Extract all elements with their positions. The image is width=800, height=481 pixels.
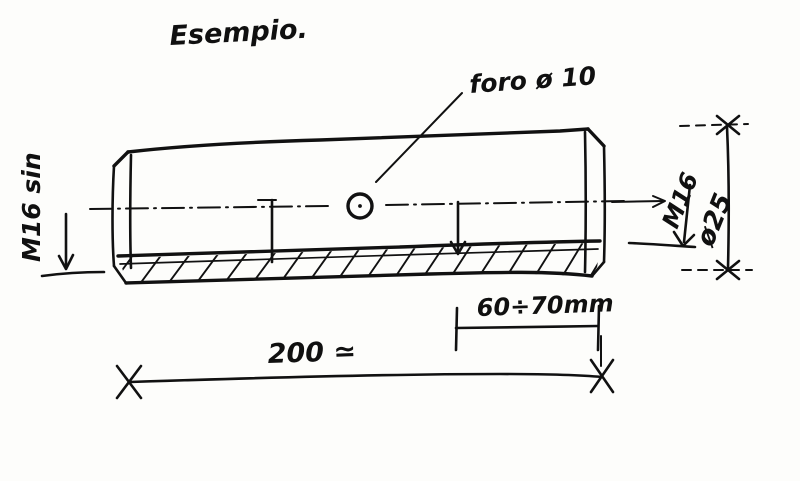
right-length-dimension — [454, 304, 601, 352]
right-length-tick-left — [454, 306, 459, 352]
left-thread-reference-line — [40, 270, 106, 278]
right-thread-start-face — [583, 130, 588, 274]
overall-length-label: 200 ≃ — [267, 336, 356, 370]
overall-length-dimension-line — [128, 372, 604, 384]
hole-callout-label: foro ø 10 — [468, 61, 597, 99]
right-thread-arrow-shaft — [682, 183, 692, 244]
section-hatch-region — [116, 239, 602, 284]
diameter-label: ø25 — [690, 189, 738, 251]
right-length-tick-right — [596, 304, 601, 352]
left-thread-start-face — [128, 153, 133, 270]
left-chamfer-bottom — [112, 264, 128, 285]
right-length-dimension-line — [454, 324, 600, 330]
overall-length-terminator-right — [589, 358, 615, 394]
shaft-bottom-edge — [124, 270, 594, 285]
right-end-face — [602, 144, 607, 264]
diameter-terminator-top — [715, 114, 741, 136]
diameter-extension-top — [679, 123, 749, 127]
section-boundary-line — [116, 239, 602, 258]
section-boundary-line-secondary — [119, 248, 599, 265]
right-length-label: 60÷70mm — [476, 289, 614, 322]
overall-length-dimension — [115, 335, 615, 400]
centre-line — [89, 200, 626, 210]
right-thread-runout-arrowhead — [449, 240, 467, 256]
cross-hole-feature — [346, 192, 374, 220]
right-centre-leader-arrowhead — [652, 195, 666, 208]
centre-line-right-segment — [385, 200, 626, 206]
title-label: Esempio. — [169, 14, 309, 52]
left-thread-annotation — [40, 212, 106, 278]
diameter-dimension — [679, 114, 753, 281]
right-chamfer-bottom — [590, 260, 606, 278]
thread-runout-marks — [257, 198, 467, 264]
left-end-face — [111, 164, 116, 268]
centre-line-left-segment — [89, 205, 331, 210]
right-thread-annotation — [611, 183, 697, 249]
left-thread-arrowhead — [57, 253, 75, 271]
overall-length-terminator-left — [115, 364, 143, 400]
hole-circle — [346, 192, 374, 220]
right-centre-leader — [611, 200, 664, 203]
hole-leader-line — [375, 92, 463, 183]
left-chamfer-top — [112, 150, 130, 168]
hole-callout-leader — [375, 92, 463, 183]
diameter-dimension-line — [725, 125, 730, 270]
shaft-top-edge — [126, 127, 590, 154]
hole-centre-dot — [358, 204, 362, 208]
left-thread-label: M16 sin — [17, 152, 46, 262]
right-thread-reference-line — [627, 241, 697, 249]
diameter-terminator-bottom — [715, 259, 741, 281]
right-chamfer-top — [586, 127, 606, 148]
